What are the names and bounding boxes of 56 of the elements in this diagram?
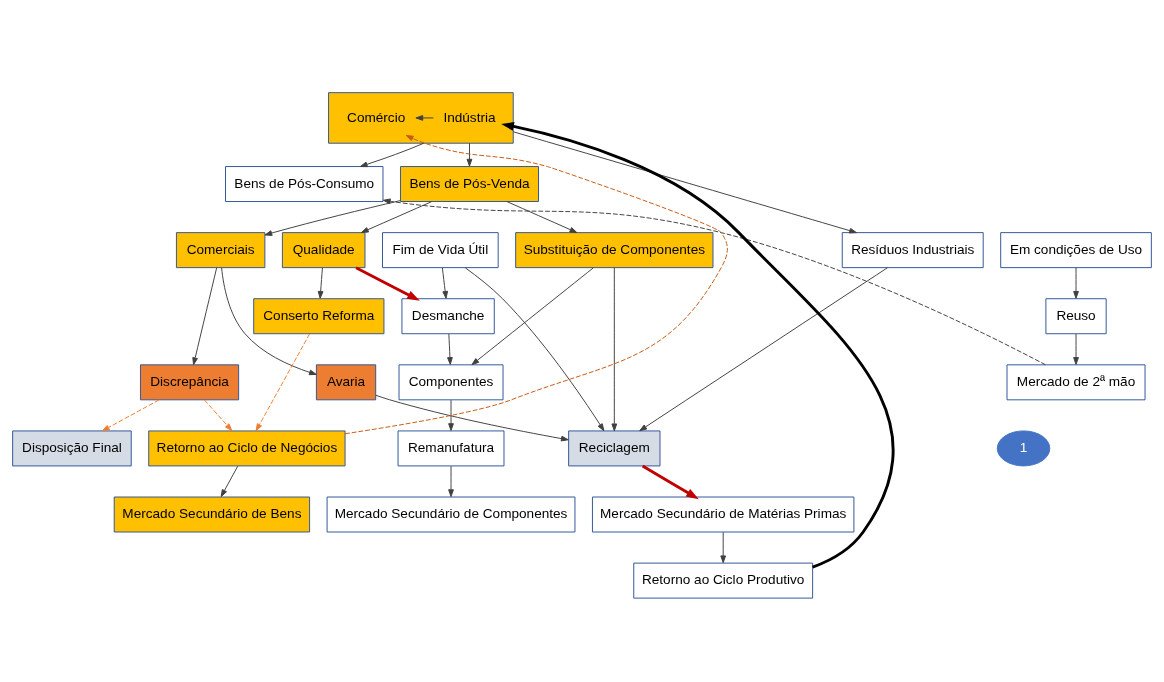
arrow — [255, 332, 311, 431]
arrow — [192, 266, 218, 365]
node-text: Indústria — [443, 109, 496, 125]
arrow — [344, 134, 728, 434]
node-box: Mercado Secundário de Componentes — [326, 496, 576, 532]
node-box: Substituição de Componentes — [515, 231, 714, 268]
node-box: Discrepância — [139, 363, 240, 400]
arrow — [611, 266, 618, 431]
node-box: Desmanche — [401, 297, 495, 334]
arrow — [415, 114, 434, 121]
arrow — [264, 199, 401, 236]
arrow — [448, 465, 454, 497]
arrow — [720, 531, 727, 563]
node-box: Avaria — [315, 363, 377, 400]
node-box: Qualidade — [281, 231, 366, 268]
arrow — [220, 465, 239, 497]
arrow — [441, 266, 449, 299]
node-box: Conserto Reforma — [253, 297, 385, 334]
arrow — [506, 200, 578, 233]
arrow — [512, 130, 857, 233]
arrow — [639, 266, 889, 431]
node-box: Reuso — [1045, 297, 1107, 334]
arrow — [464, 266, 605, 431]
arrow — [382, 197, 1046, 365]
node-box: Retorno ao Ciclo de Negócios — [148, 429, 346, 466]
node-box: Fim de Vida Útil — [382, 231, 499, 268]
node-box: Mercado de 2ª mão — [1006, 363, 1146, 400]
arrow — [471, 266, 594, 365]
arrow — [448, 399, 454, 431]
arrow — [204, 399, 233, 431]
arrow — [359, 142, 425, 167]
node-box: Remanufatura — [397, 429, 505, 466]
node-box: Em condições de Uso — [1000, 231, 1152, 268]
node-box: Comerciais — [175, 231, 266, 268]
arrow — [501, 121, 895, 568]
arrow — [360, 200, 433, 233]
node-box: Reciclagem — [568, 429, 661, 466]
node-box: Bens de Pós-Venda — [400, 165, 539, 202]
node-text: Comércio — [347, 109, 406, 125]
node-box: Bens de Pós-Consumo — [225, 165, 384, 202]
node-box: Mercado Secundário de Matérias Primas — [591, 496, 855, 532]
arrow — [375, 394, 569, 441]
arrow — [1073, 333, 1079, 365]
arrow — [1073, 266, 1079, 299]
node-box: Componentes — [398, 363, 504, 400]
node-box: Mercado Secundário de Bens — [113, 496, 311, 532]
arrow — [317, 266, 324, 299]
arrow — [641, 464, 699, 499]
node-box: Disposição Final — [12, 429, 132, 466]
node-box: Resíduos Industriais — [841, 231, 984, 268]
arrow — [447, 333, 453, 365]
arrow — [221, 266, 317, 375]
arrow — [101, 399, 160, 431]
node-box: Retorno ao Ciclo Produtivo — [633, 562, 814, 599]
arrow — [355, 266, 420, 301]
node-ellipse: 1 — [996, 429, 1051, 466]
